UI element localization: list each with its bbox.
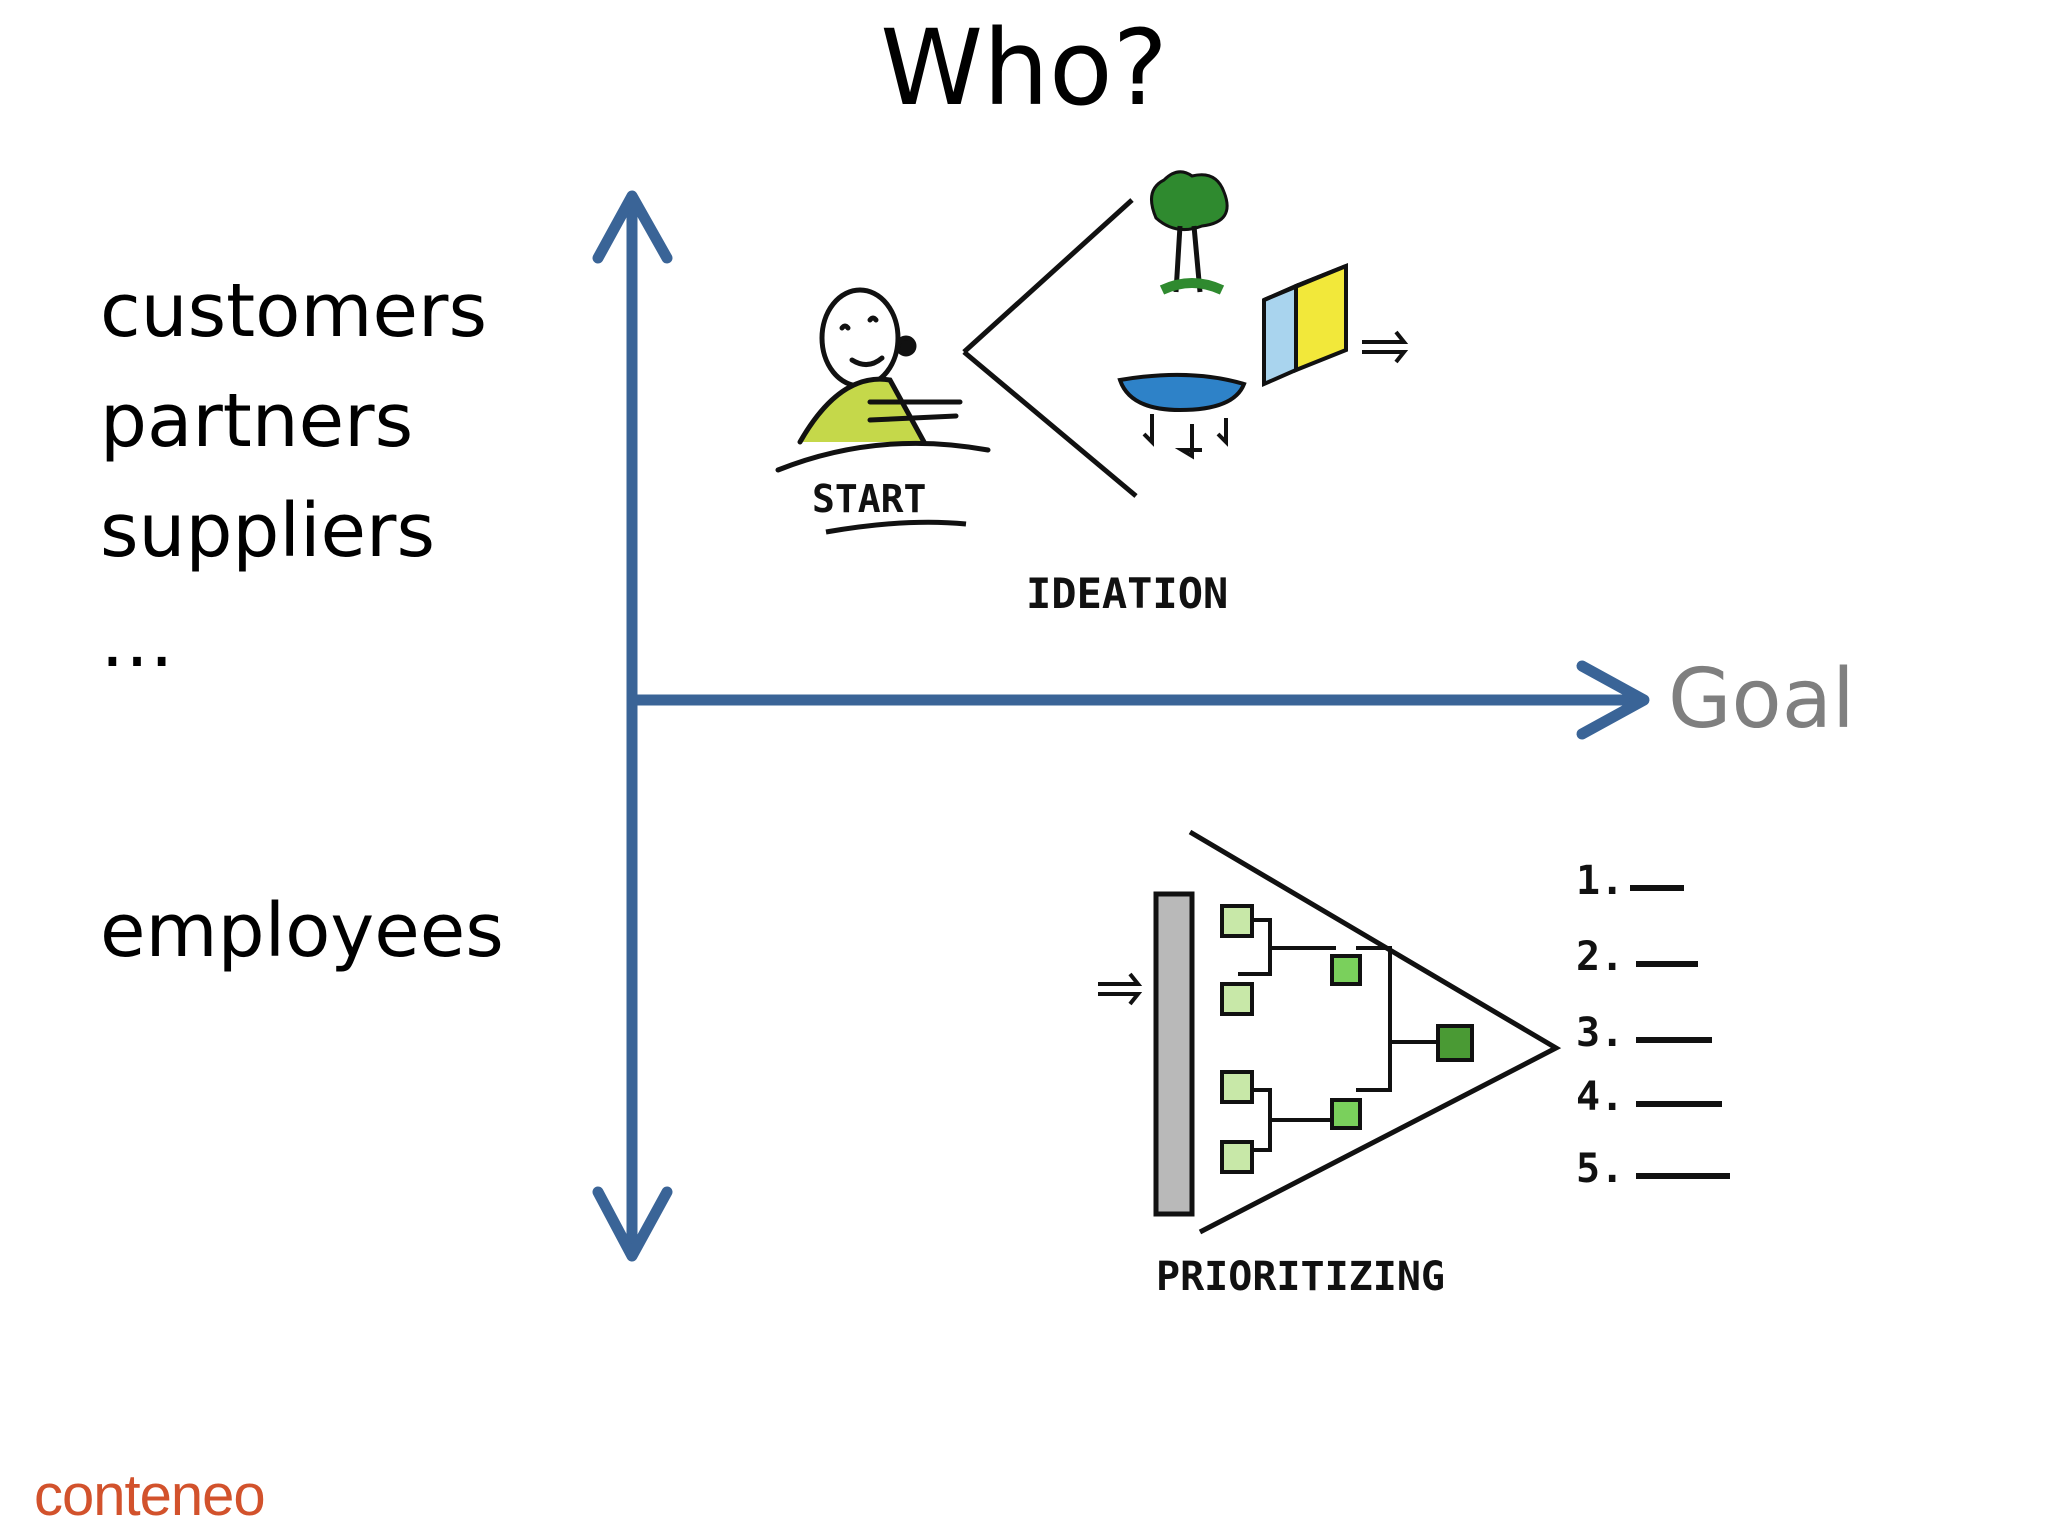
tree-icon — [1150, 170, 1229, 295]
funnel-outline — [1188, 829, 1562, 1235]
node-mid-2 — [1330, 1098, 1362, 1130]
slide-title: Who? — [880, 7, 1168, 129]
prioritizing-sketch: 1. 2. 3. 4. 5. PRIORITIZING — [1098, 829, 1730, 1300]
start-label: START — [812, 477, 926, 521]
rank-4: 4. — [1576, 1074, 1624, 1120]
divergence-line-upper — [962, 198, 1134, 354]
cube-arrow-icon — [1362, 330, 1409, 364]
person-head-icon — [819, 287, 901, 389]
node-leaf-4 — [1220, 1140, 1254, 1174]
vertical-axis-bottom-arrowhead — [592, 1186, 673, 1262]
node-leaf-1 — [1220, 904, 1254, 938]
node-leaf-2 — [1220, 982, 1254, 1016]
input-bar-icon — [1153, 891, 1195, 1217]
logo-text: conteneo — [34, 1463, 266, 1528]
vertical-axis-top-arrowhead — [592, 190, 673, 264]
ranked-list: 1. 2. 3. 4. 5. — [1576, 858, 1624, 1192]
node-mid-1 — [1330, 954, 1362, 986]
water-icon — [1117, 372, 1247, 460]
ideation-sketch: START IDEATION — [775, 170, 1409, 618]
node-final — [1436, 1024, 1474, 1062]
stakeholder-customers: customers — [100, 268, 488, 354]
rank-2: 2. — [1576, 934, 1624, 980]
rank-5: 5. — [1576, 1146, 1624, 1192]
conteneo-logo: conteneo — [34, 1462, 266, 1529]
stakeholder-ellipsis: … — [100, 598, 174, 684]
rank-1: 1. — [1576, 858, 1624, 904]
stakeholder-employees: employees — [100, 888, 504, 974]
stakeholder-suppliers: suppliers — [100, 488, 436, 574]
ideation-label: IDEATION — [1026, 569, 1228, 618]
stakeholder-partners: partners — [100, 378, 414, 464]
rank-3: 3. — [1576, 1010, 1624, 1056]
stakeholder-list: customers partners suppliers … — [100, 256, 487, 696]
divergence-line-lower — [962, 350, 1138, 498]
node-leaf-3 — [1220, 1070, 1254, 1104]
cube-icon — [1262, 263, 1348, 388]
goal-label: Goal — [1668, 652, 1855, 747]
horizontal-axis-arrowhead — [1576, 660, 1650, 740]
input-arrow-icon — [1098, 972, 1143, 1006]
person-body-icon — [797, 376, 927, 445]
prioritizing-label: PRIORITIZING — [1156, 1254, 1445, 1300]
